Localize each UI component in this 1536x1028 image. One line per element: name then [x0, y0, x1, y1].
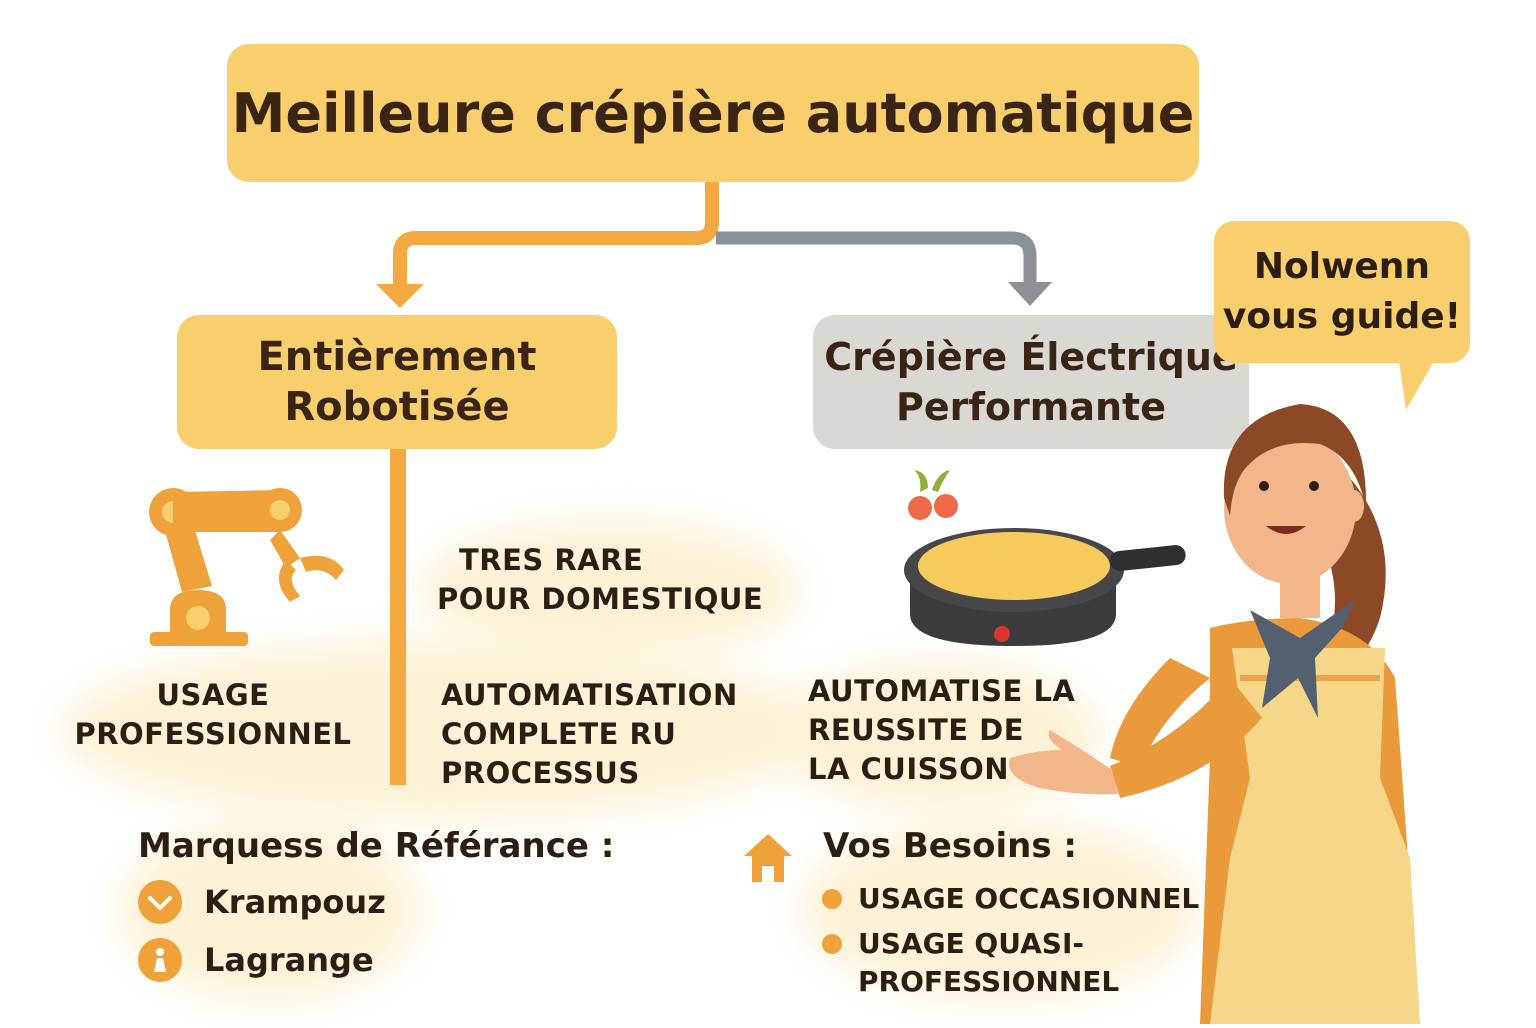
main-title: Meilleure crépière automatique — [227, 44, 1199, 182]
main-title-text: Meilleure crépière automatique — [231, 81, 1195, 145]
guide-line1: Nolwenn — [1253, 246, 1431, 287]
robot-arm-icon — [149, 488, 344, 646]
bullet-dot — [822, 934, 842, 954]
rare-line1: TRES RARE — [459, 543, 644, 577]
right-auto-line3: LA CUISSON — [808, 752, 1010, 786]
rare-domestic-label: TRES RARE POUR DOMESTIQUE — [437, 541, 763, 619]
auto-line2: COMPLETE RU — [441, 717, 677, 751]
robotic-title-line2: Robotisée — [284, 384, 510, 430]
background-glow — [60, 640, 820, 820]
crepe-maker-icon — [904, 528, 1186, 646]
full-automation-label: AUTOMATISATION COMPLETE RU PROCESSUS — [441, 676, 738, 793]
usage-line1: USAGE — [156, 678, 270, 712]
background-glow — [420, 520, 800, 660]
guide-character — [1009, 404, 1420, 1024]
electric-title-line1: Crépière Électrique — [824, 335, 1238, 379]
usage-professional-label: USAGE PROFESSIONNEL — [66, 676, 360, 754]
guide-line2: vous guide! — [1222, 296, 1462, 337]
rare-line2: POUR DOMESTIQUE — [437, 582, 764, 616]
bullet-dot — [822, 889, 842, 909]
auto-line1: AUTOMATISATION — [441, 678, 738, 712]
brands-heading: Marquess de Référance : — [138, 826, 615, 866]
right-auto-line1: AUTOMATISE LA — [808, 674, 1076, 708]
guide-speech-bubble: Nolwenn vous guide! — [1214, 221, 1470, 363]
robotic-branch-box: Entièrement Robotisée — [177, 315, 617, 449]
electric-branch-box: Crépière Électrique Performante — [813, 315, 1249, 449]
need-quasi-line1: USAGE QUASI- — [858, 927, 1084, 960]
usage-line2: PROFESSIONNEL — [74, 717, 352, 751]
need-quasi-pro: USAGE QUASI- PROFESSIONNEL — [858, 925, 1119, 1001]
need-quasi-line2: PROFESSIONNEL — [858, 965, 1120, 998]
brand-item-krampouz: Krampouz — [138, 880, 386, 924]
robotic-title-line1: Entièrement — [257, 334, 537, 380]
house-icon — [744, 834, 792, 882]
person-icon — [138, 938, 182, 982]
chevron-down-icon — [138, 880, 182, 924]
background-glow — [800, 820, 1200, 1000]
speech-bubble-tail — [1398, 354, 1438, 410]
cherries-icon — [908, 470, 958, 520]
brand-label: Krampouz — [204, 883, 386, 921]
brand-item-lagrange: Lagrange — [138, 938, 374, 982]
auto-line3: PROCESSUS — [441, 756, 640, 790]
automate-success-label: AUTOMATISE LA REUSSITE DE LA CUISSON — [808, 672, 1075, 789]
electric-title-line2: Performante — [896, 385, 1166, 429]
need-occasional-text: USAGE OCCASIONNEL — [858, 882, 1200, 915]
needs-heading: Vos Besoins : — [823, 826, 1077, 866]
need-occasional: USAGE OCCASIONNEL — [858, 880, 1199, 918]
right-auto-line2: REUSSITE DE — [808, 713, 1025, 747]
brand-label: Lagrange — [204, 941, 374, 979]
